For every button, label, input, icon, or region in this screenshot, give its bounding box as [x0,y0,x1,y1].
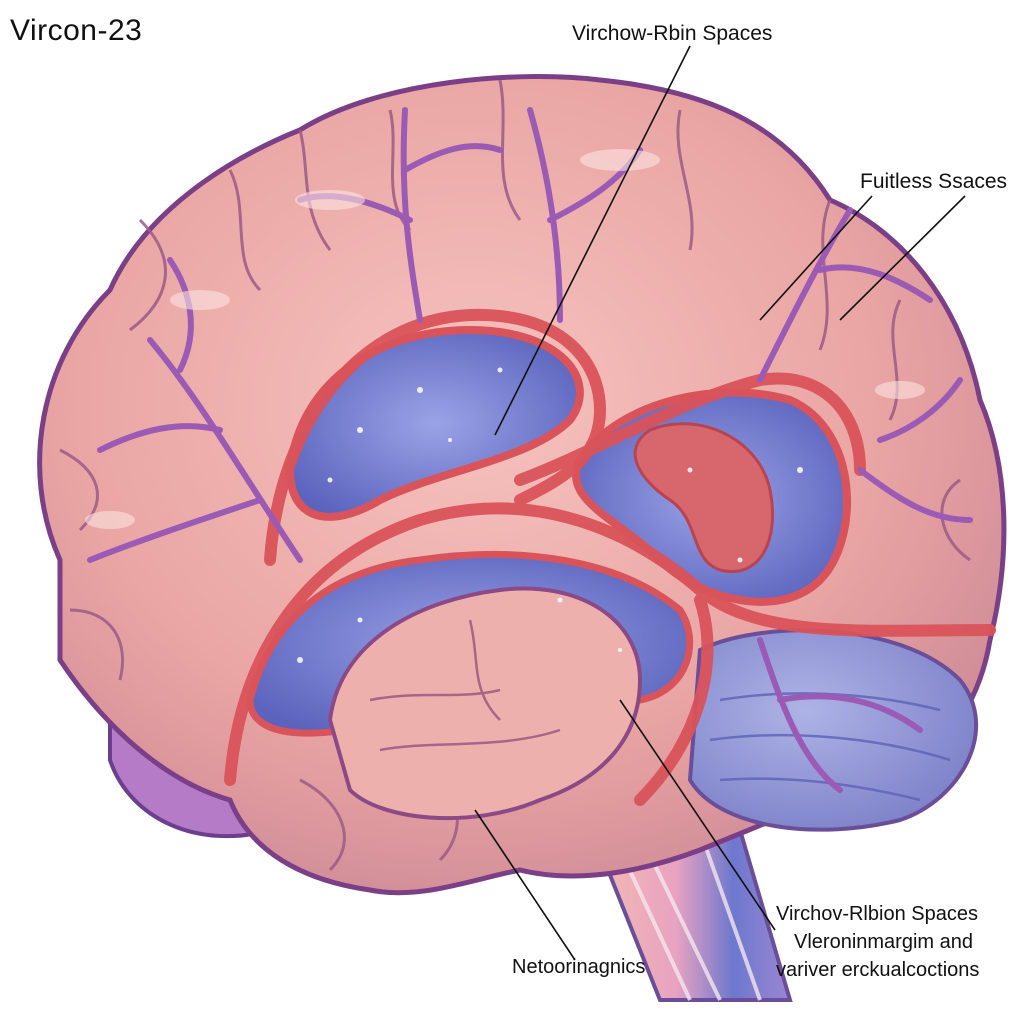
label-bottom-right-line1: Virchov-Rlbion Spaces [776,903,978,925]
temporal-lobe [327,586,643,821]
label-right: Fuitless Ssaces [860,170,1008,193]
vessel-top-branch [400,107,423,323]
cerebellum [687,628,979,832]
label-bottom-right-line2: Vleroninmargim and [794,931,973,953]
vessel-right-branch [757,207,853,383]
leader-right-1 [759,195,873,321]
leader-bottom-right [619,699,776,931]
leader-right-2 [839,195,966,321]
leader-top [494,45,691,436]
label-bottom-right: Virchov-Rlbion Spaces Vleroninmargim and… [776,900,979,984]
artery-lower-arc [224,502,996,786]
artery-descending [634,594,714,806]
artery-main-trunk [514,372,866,486]
red-core [633,422,775,573]
page-title: Vircon-23 [10,14,143,47]
leader-bottom-left [474,809,576,961]
label-bottom-right-line3: variver erckualcoctions [776,959,980,981]
label-bottom-left: Netoorinagnics [512,956,646,978]
vessel-left-branch [147,337,303,563]
label-top: Virchow-Rbin Spaces [572,22,773,45]
